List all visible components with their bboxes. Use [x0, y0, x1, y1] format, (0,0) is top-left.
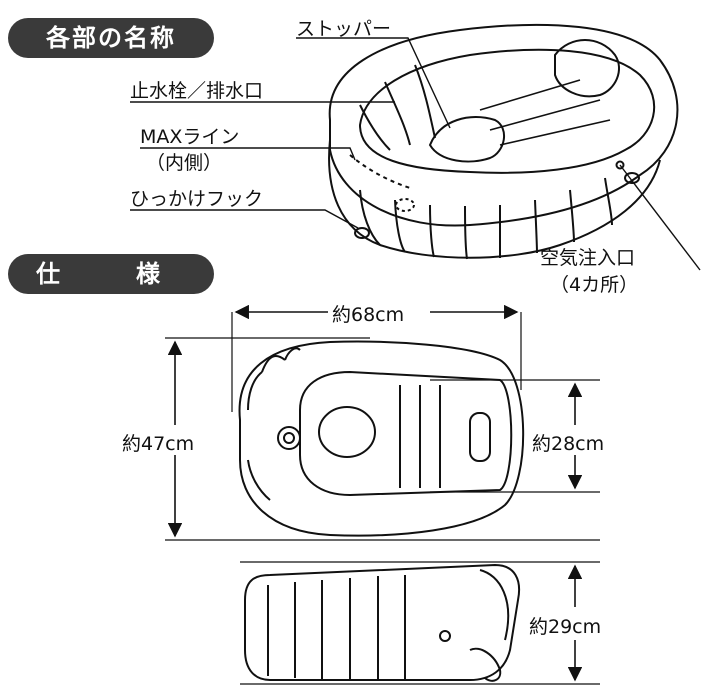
tub-headrest [554, 39, 620, 98]
label-max-line: MAXライン [140, 126, 240, 148]
dim-inner-width-label: 約28cm [530, 427, 607, 458]
dim-length-label: 約68cm [328, 300, 409, 327]
tub-inner-opening [358, 48, 656, 174]
label-stopper: ストッパー [296, 18, 392, 40]
label-air-inlet-note: （4カ所） [550, 274, 639, 296]
top-outline [238, 340, 525, 537]
side-outline [244, 563, 520, 681]
tub-top-view [165, 312, 600, 541]
label-hook: ひっかけフック [130, 188, 264, 210]
leader-lines [130, 37, 701, 271]
dim-width-label: 約47cm [120, 427, 197, 458]
label-plug-drain: 止水栓／排水口 [130, 80, 264, 102]
section-title-parts: 各部の名称 [8, 18, 214, 58]
tub-perspective [328, 23, 679, 260]
tub-outer-rim [328, 23, 679, 227]
tub-base [328, 139, 661, 259]
label-max-line-note: （内側） [146, 152, 223, 174]
tub-side-view [240, 561, 600, 685]
dim-height-label: 約29cm [527, 610, 604, 641]
dimension-arrows [167, 304, 583, 682]
label-air-inlet: 空気注入口 [540, 247, 636, 269]
section-title-specs: 仕 様 [8, 254, 214, 294]
side-foot [469, 647, 502, 682]
tub-stopper [428, 116, 505, 163]
